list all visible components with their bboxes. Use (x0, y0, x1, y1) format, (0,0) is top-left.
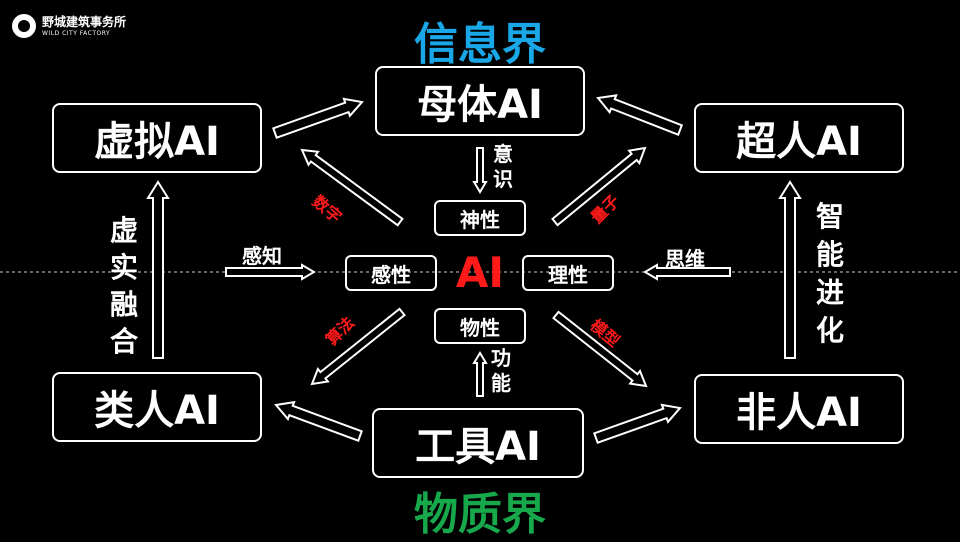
node-nonhuman-ai: 非人AI (694, 374, 904, 444)
logo-name: 野城建筑事务所 (42, 15, 127, 29)
label-intelligence-evolution: 智能进化 (815, 200, 844, 347)
arrow-perception-to-sensibility (225, 263, 316, 281)
arrow-model-to-nonhuman (552, 310, 648, 388)
arrow-thinking-to-rationality (643, 263, 731, 281)
label-perception: 感知 (242, 244, 282, 268)
arrow-virtual-to-mother (272, 97, 364, 139)
arrow-algorithm-to-humanlike (310, 307, 406, 386)
label-consciousness: 意识 (493, 142, 513, 191)
node-virtual-ai: 虚拟AI (52, 103, 262, 173)
label-function: 功能 (491, 346, 511, 395)
logo-icon-inner (18, 20, 30, 32)
node-materiality: 物性 (434, 308, 526, 344)
center-ai-label: AI (455, 248, 505, 297)
label-thinking: 思维 (665, 247, 705, 271)
arrow-nonhuman-to-super (778, 180, 802, 359)
node-mother-ai: 母体AI (375, 66, 585, 136)
arrow-tool-to-nonhuman (593, 403, 682, 444)
node-humanlike-ai: 类人AI (52, 372, 262, 442)
node-tool-ai: 工具AI (372, 408, 584, 478)
heading-material-realm: 物质界 (414, 489, 546, 540)
label-virtual-reality-fusion: 虚实融合 (109, 214, 138, 358)
logo-english: WILD CITY FACTORY (42, 30, 111, 37)
node-super-ai: 超人AI (694, 103, 904, 173)
node-sensibility: 感性 (345, 255, 437, 291)
arrow-tool-to-humanlike (274, 400, 363, 442)
node-divinity: 神性 (434, 200, 526, 236)
arrow-humanlike-to-virtual (146, 180, 170, 359)
arrow-super-to-mother (596, 94, 684, 136)
node-rationality: 理性 (522, 255, 614, 291)
arrow-digital-to-virtual (300, 148, 404, 227)
arrow-tool-to-materiality (472, 351, 488, 397)
arrow-quantum-to-super (551, 146, 647, 227)
heading-information-realm: 信息界 (414, 19, 546, 70)
arrow-mother-to-divinity (472, 147, 488, 194)
